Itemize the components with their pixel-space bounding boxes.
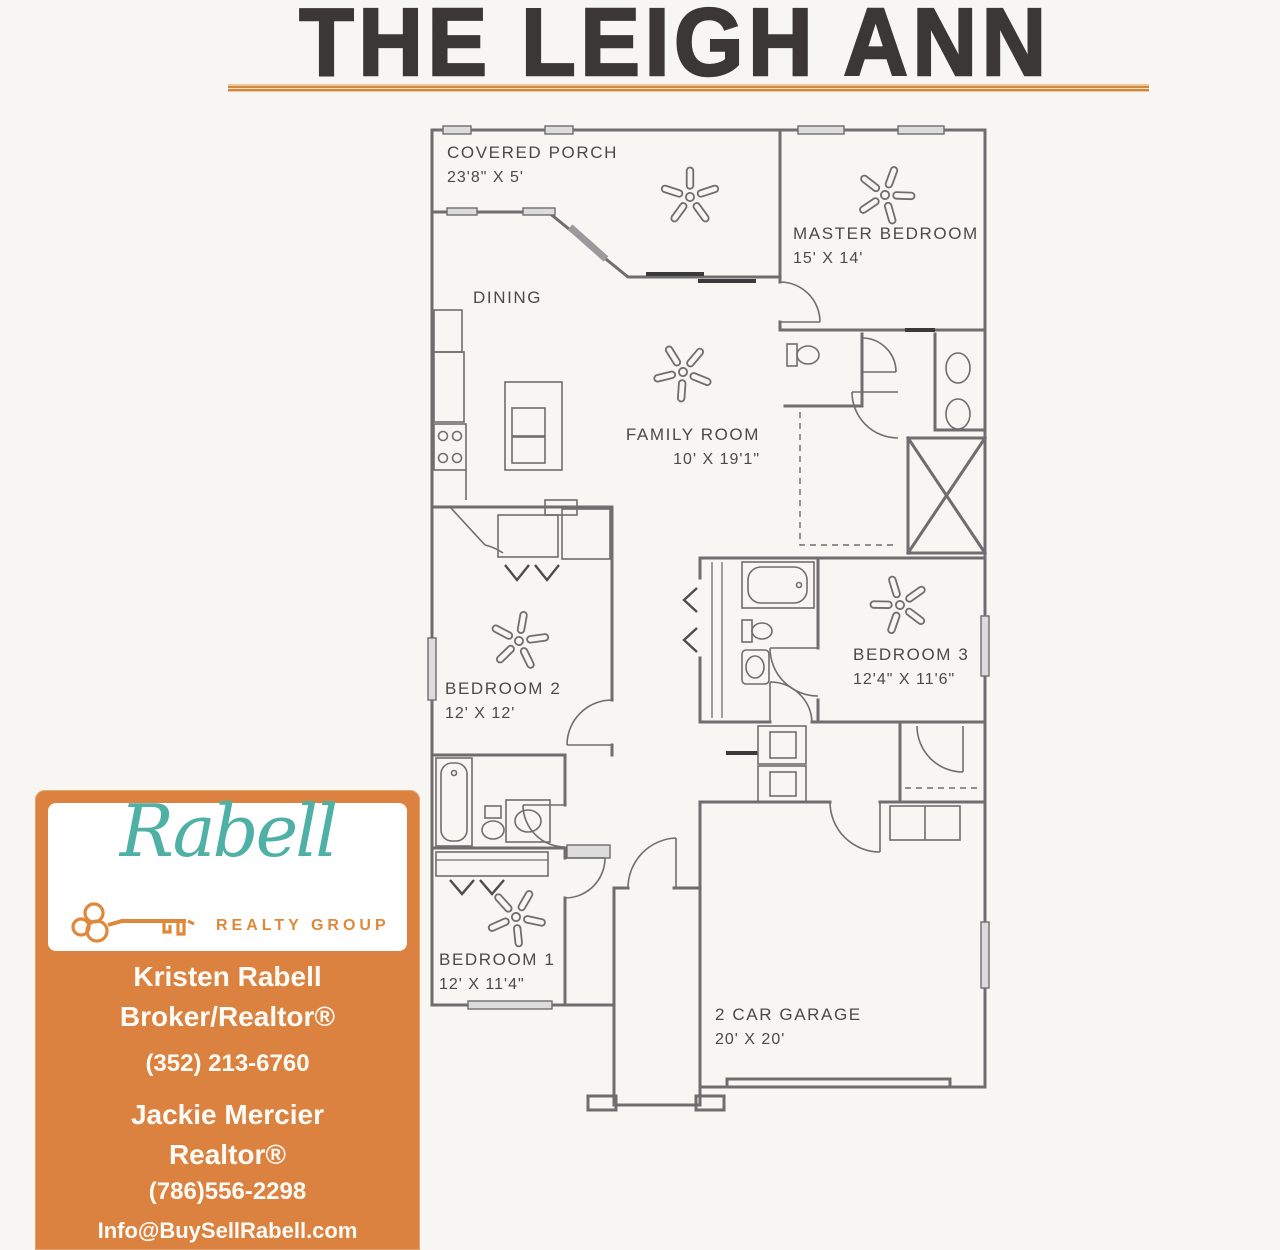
room-label-bedroom-2: BEDROOM 2 12' X 12' bbox=[445, 679, 562, 722]
toilet-icon bbox=[741, 619, 773, 643]
laundry-fixtures bbox=[757, 725, 807, 803]
agent-email: Info@BuySellRabell.com bbox=[97, 1218, 358, 1243]
walls-layer bbox=[430, 128, 988, 1112]
bay-window bbox=[567, 224, 609, 262]
sink-icon bbox=[945, 352, 971, 430]
agent-name: Kristen Rabell bbox=[133, 961, 322, 992]
dryer-icon bbox=[757, 765, 807, 803]
room-label-bedroom-3: BEDROOM 3 12'4" X 11'6" bbox=[853, 645, 970, 688]
room-label-master-bedroom: MASTER BEDROOM 15' X 14' bbox=[793, 224, 979, 267]
kitchen-fixtures bbox=[433, 309, 611, 560]
stove-icon bbox=[433, 423, 467, 471]
realty-logo: Rabell REALTY GROUP bbox=[48, 789, 407, 951]
brand-wordmark: Rabell bbox=[119, 789, 339, 873]
agent-title: Realtor® bbox=[168, 1139, 287, 1170]
ceiling-fan-icon bbox=[477, 875, 557, 955]
ceiling-fan-icon bbox=[660, 166, 720, 224]
room-label-bedroom-1: BEDROOM 1 12' X 11'4" bbox=[439, 950, 556, 993]
realty-group-label: REALTY GROUP bbox=[216, 917, 390, 934]
garage-fixtures bbox=[727, 787, 982, 1081]
door-arcs bbox=[449, 281, 964, 899]
toilet-icon bbox=[786, 343, 820, 367]
hall-bath-fixtures bbox=[711, 561, 815, 718]
floor-plan-drawing bbox=[427, 125, 990, 1112]
bathtub-icon bbox=[741, 561, 815, 609]
room-label-covered-porch: COVERED PORCH 23'8" X 5' bbox=[447, 143, 618, 186]
toilet-icon bbox=[481, 805, 505, 840]
vanity-sink-icon bbox=[505, 799, 551, 843]
page-title: THE LEIGH ANN bbox=[298, 0, 1051, 97]
agent-phone: (352) 213-6760 bbox=[145, 1050, 310, 1077]
bifold-door-icons bbox=[449, 564, 698, 896]
key-icon bbox=[71, 902, 195, 943]
ceiling-fan-icon bbox=[847, 156, 924, 231]
room-label-dining: DINING bbox=[473, 288, 543, 307]
room-label-family-room: FAMILY ROOM 10' X 19'1" bbox=[625, 425, 760, 468]
ceiling-fan-icon bbox=[484, 605, 554, 673]
ceiling-fan-icon bbox=[861, 563, 942, 645]
room-label-garage: 2 CAR GARAGE 20' X 20' bbox=[715, 1005, 862, 1048]
bath2-fixtures bbox=[435, 757, 551, 877]
washer-icon bbox=[757, 725, 807, 765]
agent-info: Kristen Rabell Broker/Realtor® (352) 213… bbox=[35, 958, 420, 1246]
kitchen-island bbox=[504, 381, 563, 471]
floor-plan: COVERED PORCH 23'8" X 5' DINING MASTER B… bbox=[425, 120, 990, 1155]
ceiling-fan-icon bbox=[643, 329, 726, 412]
agent-name: Jackie Mercier bbox=[130, 1099, 325, 1130]
title-underline-rule bbox=[228, 84, 1149, 92]
walk-in-closet-dashes bbox=[799, 412, 898, 546]
sink-icon bbox=[741, 649, 770, 685]
agent-phone: (786)556-2298 bbox=[148, 1178, 307, 1205]
agent-title: Broker/Realtor® bbox=[119, 1001, 336, 1032]
agent-card: Rabell REALTY GROUP Kristen Rabell Broke… bbox=[35, 789, 420, 1250]
master-bath-fixtures bbox=[786, 343, 971, 546]
sliding-door bbox=[646, 272, 935, 755]
window-markers bbox=[427, 125, 990, 1010]
water-heater bbox=[889, 805, 961, 841]
bathtub-icon bbox=[435, 757, 473, 847]
